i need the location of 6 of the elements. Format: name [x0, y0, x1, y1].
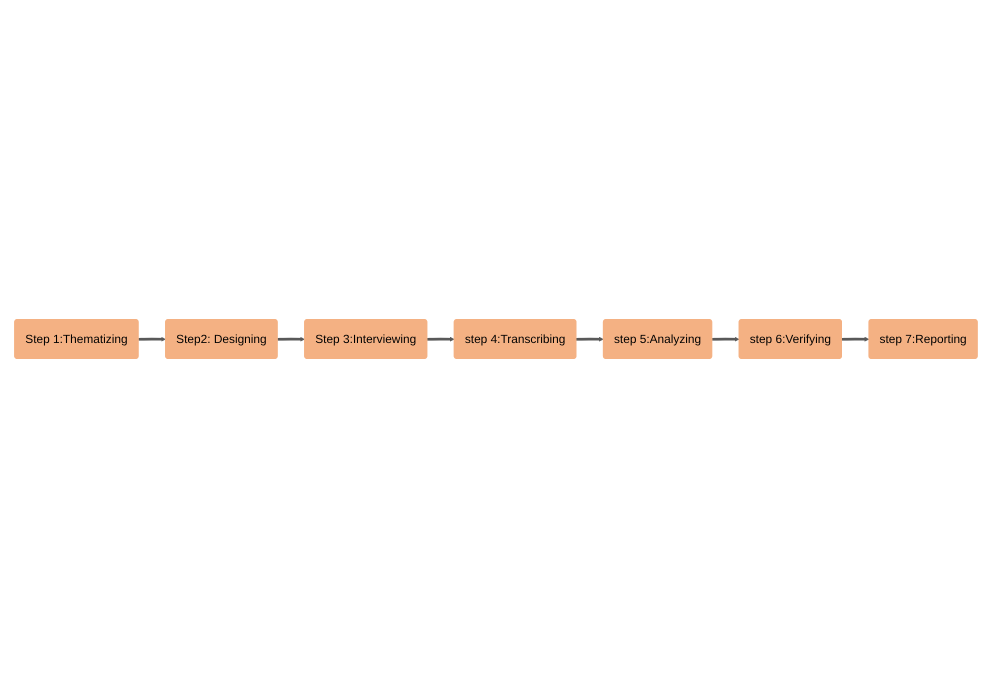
arrow [842, 336, 870, 342]
arrow [138, 336, 166, 342]
arrow [576, 336, 604, 342]
arrow [427, 336, 455, 342]
arrow [278, 336, 305, 342]
arrow [712, 336, 740, 342]
